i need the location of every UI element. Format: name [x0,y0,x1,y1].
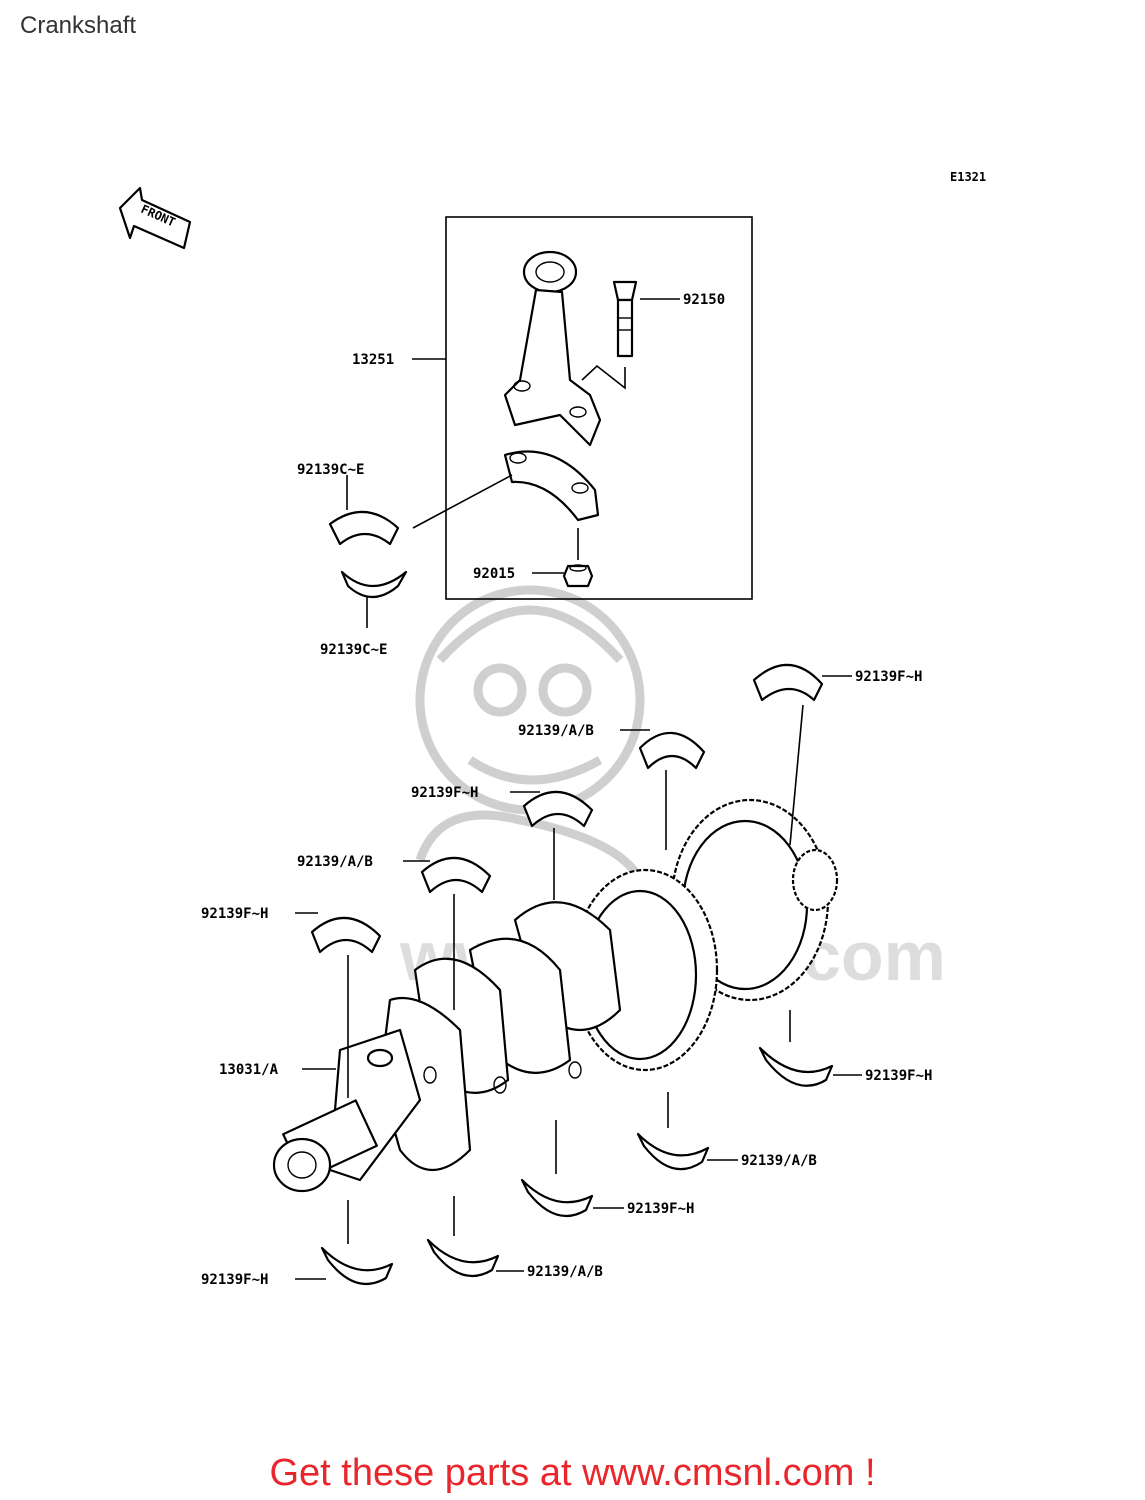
part-label: 92139C~E [297,462,364,478]
part-label: 92139F~H [201,1272,268,1288]
part-label: 92139F~H [411,785,478,801]
bearing-shell-ab4 [426,1238,500,1278]
bearing-shell-ab1 [638,731,706,770]
part-label: 92015 [473,566,515,582]
diagram-code: E1321 [950,170,986,184]
part-label: 92139/A/B [741,1153,817,1169]
front-arrow-icon: FRONT [118,186,192,250]
part-label: 92139F~H [627,1201,694,1217]
bearing-shell-f6 [320,1246,394,1286]
nut-92015-illustration [562,564,594,588]
crankshaft-illustration [272,798,839,1193]
bearing-shell-f3 [310,916,382,954]
part-label: 92139F~H [855,669,922,685]
bearing-shell-upper [328,510,400,546]
connecting-rod-illustration [503,250,602,522]
bearing-shell-ab2 [420,856,492,894]
page-title: Crankshaft [20,12,137,39]
part-label: 92139F~H [201,906,268,922]
part-label: 13031/A [219,1062,279,1078]
conrod-group-box [445,216,753,600]
part-label: 92139F~H [865,1068,932,1084]
part-label: 13251 [352,352,394,368]
bearing-shell-f4 [758,1046,834,1087]
part-label: 92150 [683,292,725,308]
part-label: 92139/A/B [518,723,594,739]
part-label: 92139/A/B [297,854,373,870]
bearing-shell-ab3 [636,1132,710,1171]
bearing-shell-f2 [522,790,594,828]
shop-link[interactable]: Get these parts at www.cmsnl.com ! [269,1452,876,1494]
bearing-shell-f5 [520,1178,594,1218]
bearing-shell-lower [340,570,408,599]
part-label: 92139/A/B [527,1264,603,1280]
bearing-shell-f1 [752,663,824,702]
bolt-92150-illustration [612,280,638,358]
part-label: 92139C~E [320,642,387,658]
